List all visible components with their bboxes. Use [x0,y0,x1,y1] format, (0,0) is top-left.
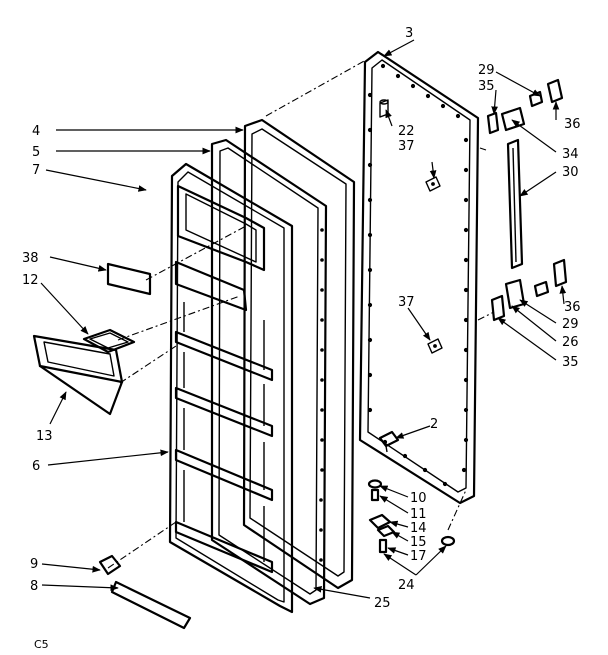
callout-14: 14 [410,521,427,536]
assembly-lines [107,59,495,569]
callout-4: 4 [32,124,40,139]
inner-door-liner [168,162,294,614]
callout-3: 3 [405,26,413,41]
callout-9: 9 [30,557,38,572]
callout-8: 8 [30,579,38,594]
dispenser-housing [32,334,124,416]
lower-hinge-assembly [490,258,568,322]
dispenser-cover-plate [106,262,152,296]
liner-edge-dots [319,228,324,562]
callout-17: 17 [410,549,427,564]
callout-2: 2 [430,417,438,432]
diagram-code: C5 [34,638,49,651]
spacer-pad-upper [425,176,441,192]
door-clip [378,430,400,453]
spacer-pad-lower [427,338,443,354]
callout-labels: 3 4 5 7 38 12 13 6 9 8 25 2 22 37 37 29 … [22,26,581,651]
callout-12: 12 [22,273,39,288]
door-gasket [242,118,356,590]
door-handle [506,138,524,270]
callout-leaders [40,39,567,599]
callout-29-upper: 29 [478,63,495,78]
callout-36-lower: 36 [564,300,581,315]
door-plug [379,99,389,118]
callout-37-lower: 37 [398,295,415,310]
callout-37-upper: 37 [398,139,415,154]
panel-fastener-dots [367,63,469,487]
callout-5: 5 [32,145,40,160]
callout-22: 22 [398,124,415,139]
callout-26: 26 [562,335,579,350]
callout-36-upper: 36 [564,117,581,132]
callout-35-upper: 35 [478,79,495,94]
callout-29-lower: 29 [562,317,579,332]
callout-13: 13 [36,429,53,444]
callout-30: 30 [562,165,579,180]
callout-38: 38 [22,251,39,266]
trim-clip [98,554,122,576]
callout-15: 15 [410,535,427,550]
outer-door-panel [358,50,480,505]
callout-35-lower: 35 [562,355,579,370]
callout-24: 24 [398,578,415,593]
callout-25: 25 [374,596,391,611]
callout-34: 34 [562,147,579,162]
callout-7: 7 [32,163,40,178]
lower-trim-bar [110,580,192,630]
callout-10: 10 [410,491,427,506]
callout-6: 6 [32,459,40,474]
callout-11: 11 [410,507,427,522]
